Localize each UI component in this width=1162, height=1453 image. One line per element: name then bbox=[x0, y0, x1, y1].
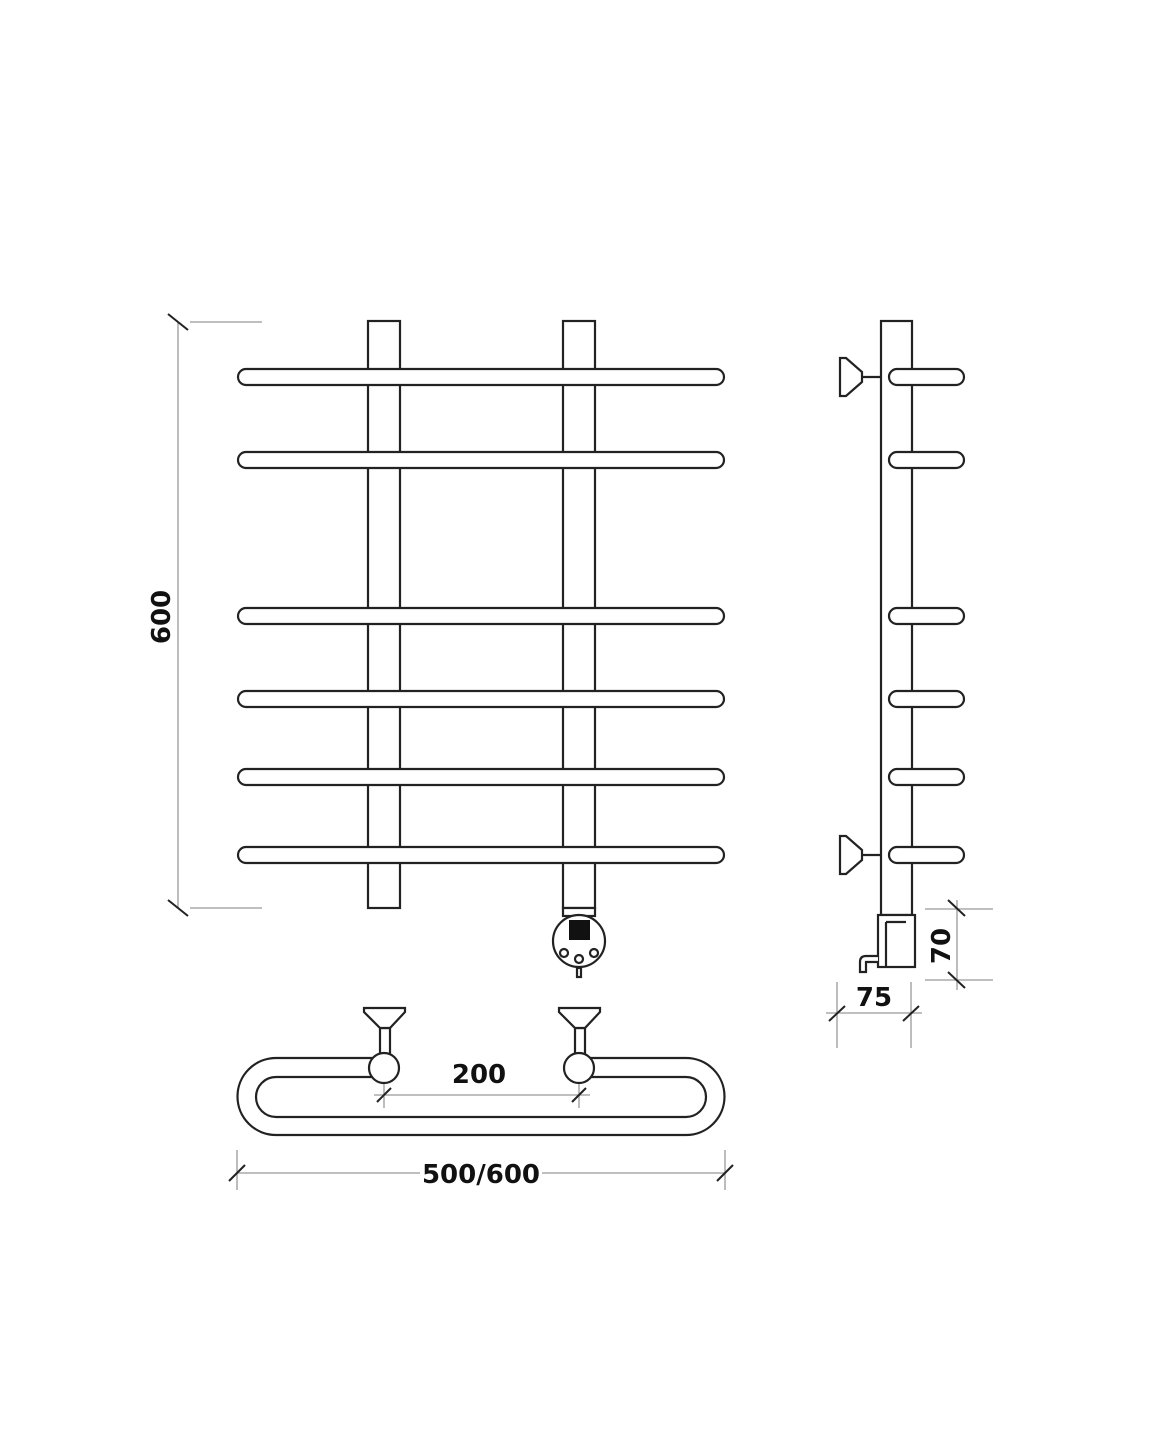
axis-distance-dimension: 200 bbox=[374, 1060, 590, 1108]
crossbar-side bbox=[887, 845, 966, 865]
heater-height-label: 70 bbox=[927, 928, 957, 964]
top-view: 200 500/600 bbox=[228, 1006, 734, 1190]
crossbar-side bbox=[887, 450, 966, 470]
crossbar bbox=[236, 367, 726, 387]
width-label: 500/600 bbox=[422, 1160, 540, 1190]
crossbar-side bbox=[887, 767, 966, 787]
axis-distance-label: 200 bbox=[452, 1060, 506, 1090]
wall-bracket-bottom bbox=[838, 834, 881, 876]
side-heater bbox=[858, 913, 917, 974]
crossbar-side bbox=[887, 606, 966, 626]
front-view bbox=[236, 319, 726, 979]
wall-bracket-top bbox=[838, 356, 881, 398]
heater-height-dimension: 70 bbox=[925, 899, 993, 990]
bracket-right bbox=[557, 1006, 602, 1085]
crossbar bbox=[236, 450, 726, 470]
crossbar bbox=[236, 845, 726, 865]
crossbar-side bbox=[887, 367, 966, 387]
crossbar bbox=[236, 689, 726, 709]
depth-dimension: 75 bbox=[826, 982, 922, 1048]
depth-label: 75 bbox=[856, 983, 892, 1013]
width-dimension: 500/600 bbox=[228, 1150, 734, 1190]
height-dimension: 600 bbox=[147, 313, 262, 917]
heater-unit bbox=[551, 906, 607, 979]
crossbar bbox=[236, 606, 726, 626]
height-label: 600 bbox=[147, 590, 177, 644]
side-view: 70 75 bbox=[826, 319, 993, 1048]
crossbar bbox=[236, 767, 726, 787]
crossbar-side bbox=[887, 689, 966, 709]
bracket-left bbox=[362, 1006, 407, 1085]
